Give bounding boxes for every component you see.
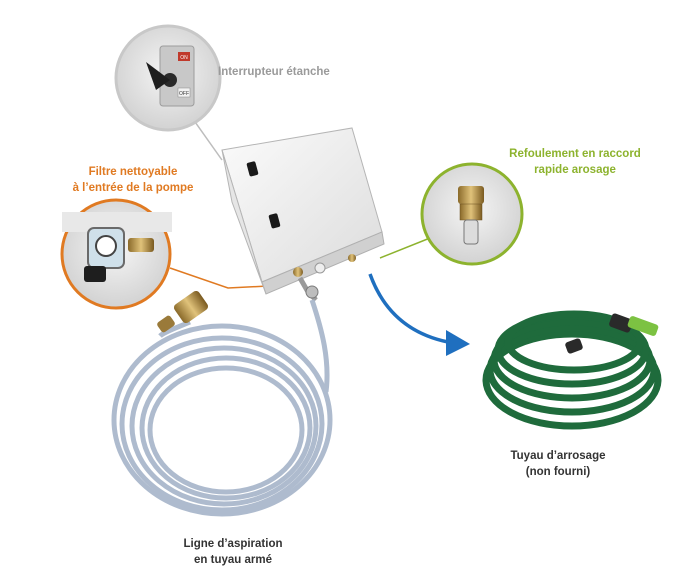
flow-arrow: [368, 273, 470, 356]
outlet-detail-circle: [420, 162, 524, 266]
switch-on-mark: ON: [180, 55, 188, 61]
filter-label-line2: à l’entrée de la pompe: [72, 182, 194, 194]
garden-hose-label-line2: (non fourni): [525, 466, 591, 478]
garden-hose-nozzle: [565, 313, 659, 354]
outlet-label-line2: rapide arosage: [534, 164, 616, 176]
pump-control-box: [221, 127, 385, 302]
switch-off-mark: OFF: [179, 91, 189, 97]
suction-hose-label: Ligne d’aspiration en tuyau armé: [148, 536, 318, 568]
suction-hose: [111, 299, 333, 517]
outlet-label: Refoulement en raccord rapide arosage: [490, 146, 660, 178]
garden-hose: [482, 310, 662, 430]
garden-hose-label-line1: Tuyau d’arrosage: [510, 450, 606, 462]
filter-label-line1: Filtre nettoyable: [88, 166, 178, 178]
outlet-label-line1: Refoulement en raccord: [509, 148, 641, 160]
switch-label: Interrupteur étanche: [218, 66, 330, 78]
filter-detail-circle: [60, 198, 172, 310]
filter-label: Filtre nettoyable à l’entrée de la pompe: [58, 164, 208, 196]
suction-hose-fittings: [157, 290, 209, 333]
garden-hose-label: Tuyau d’arrosage (non fourni): [498, 448, 618, 480]
suction-hose-label-line2: en tuyau armé: [194, 554, 272, 566]
switch-detail-circle: ON OFF: [114, 24, 222, 132]
suction-hose-label-line1: Ligne d’aspiration: [183, 538, 283, 550]
outlet-pointer-line: [379, 237, 431, 259]
filter-pointer-line: [169, 267, 269, 289]
